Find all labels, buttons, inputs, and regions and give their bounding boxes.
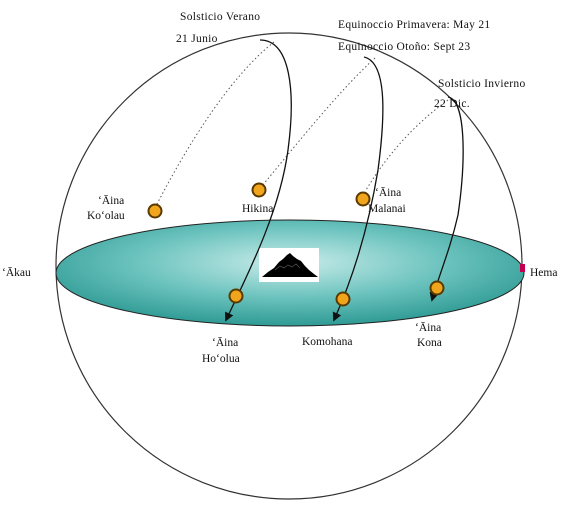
sunrise-path-winter xyxy=(365,99,449,191)
sunrise-path-summer xyxy=(155,41,275,207)
hema-marker xyxy=(520,264,525,272)
aina-hoolua-name: Hoʻolua xyxy=(202,353,240,365)
solstice-winter-date: 22 Dic. xyxy=(434,98,470,110)
aina-koolau-name: Koʻolau xyxy=(87,210,125,222)
equinox-autumn-label: Equinoccio Otoño: Sept 23 xyxy=(338,41,470,53)
sunrise-path-equinox xyxy=(261,57,376,187)
aina-hoolua-label: ʻĀina xyxy=(212,336,238,349)
aina-malanai-name: Malanai xyxy=(368,203,406,215)
sun-marker-icon xyxy=(429,280,445,296)
aina-kona-label: ʻĀina xyxy=(415,321,441,334)
solstice-summer-label: Solsticio Verano xyxy=(180,11,260,23)
sun-markers xyxy=(147,182,445,307)
equinox-spring-label: Equinoccio Primavera: May 21 xyxy=(338,19,490,31)
island-silhouette-icon xyxy=(259,248,319,282)
solstice-winter-label: Solsticio Invierno xyxy=(438,78,526,90)
sunset-path-equinox xyxy=(332,56,384,322)
solstice-summer-date: 21 Junio xyxy=(176,33,218,45)
komohana-label: Komohana xyxy=(302,336,352,348)
sunset-paths xyxy=(225,39,464,322)
sunset-path-winter xyxy=(429,96,464,302)
sun-marker-icon xyxy=(355,191,371,207)
akau-label: ʻĀkau xyxy=(2,266,31,279)
sun-marker-icon xyxy=(335,291,351,307)
aina-malanai-label: ʻĀina xyxy=(375,186,401,199)
hema-label: Hema xyxy=(530,267,557,279)
sun-marker-icon xyxy=(147,203,163,219)
aina-kona-name: Kona xyxy=(417,337,442,349)
sunset-path-summer xyxy=(225,39,292,322)
aina-koolau-label: ʻĀina xyxy=(98,194,124,207)
sun-marker-icon xyxy=(251,182,267,198)
hikina-label: Hikina xyxy=(242,203,273,215)
sun-marker-icon xyxy=(228,288,244,304)
sunrise-paths xyxy=(155,41,449,207)
